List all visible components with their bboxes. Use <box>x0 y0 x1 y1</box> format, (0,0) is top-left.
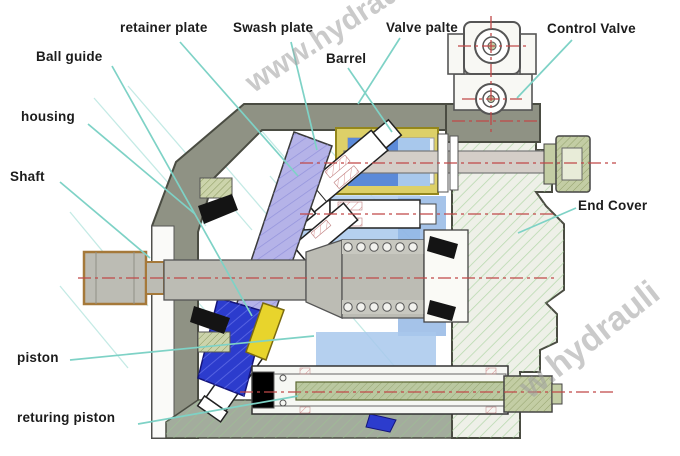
leader-retainer-plate <box>179 41 299 177</box>
leader-shaft <box>59 181 151 259</box>
label-retainer-plate: retainer plate <box>120 20 208 35</box>
leader-returing-piston <box>137 395 299 425</box>
label-valve-palte: Valve palte <box>386 20 458 35</box>
label-ball-guide: Ball guide <box>36 49 103 64</box>
label-swash-plate: Swash plate <box>233 20 314 35</box>
label-barrel: Barrel <box>326 51 367 66</box>
end-cover-body <box>451 141 565 439</box>
label-returing-piston: returing piston <box>17 410 116 425</box>
leader-lines <box>59 37 577 425</box>
leader-housing <box>87 123 196 215</box>
label-shaft: Shaft <box>10 169 45 184</box>
front-flange <box>151 225 175 439</box>
bearing-roller <box>190 306 230 334</box>
bottom-plug <box>503 375 563 413</box>
label-housing: housing <box>21 109 75 124</box>
leader-piston <box>69 335 315 361</box>
leader-end-cover <box>517 207 577 234</box>
leader-ball-guide <box>111 65 253 317</box>
outlet-fitting <box>543 135 591 193</box>
centerlines <box>78 16 616 393</box>
returning-piston-assembly <box>251 365 509 415</box>
retainer-plate-part <box>245 302 285 361</box>
label-piston: piston <box>17 350 59 365</box>
control-valve-assembly <box>447 21 537 115</box>
label-end-cover: End Cover <box>578 198 648 213</box>
leader-control-valve <box>516 39 573 99</box>
bearings <box>190 177 469 353</box>
leader-swash-plate <box>290 41 318 151</box>
leader-barrel <box>347 67 393 133</box>
leader-valve-palte <box>357 37 401 105</box>
label-control-valve: Control Valve <box>547 21 636 36</box>
bearing-roller <box>198 194 238 224</box>
